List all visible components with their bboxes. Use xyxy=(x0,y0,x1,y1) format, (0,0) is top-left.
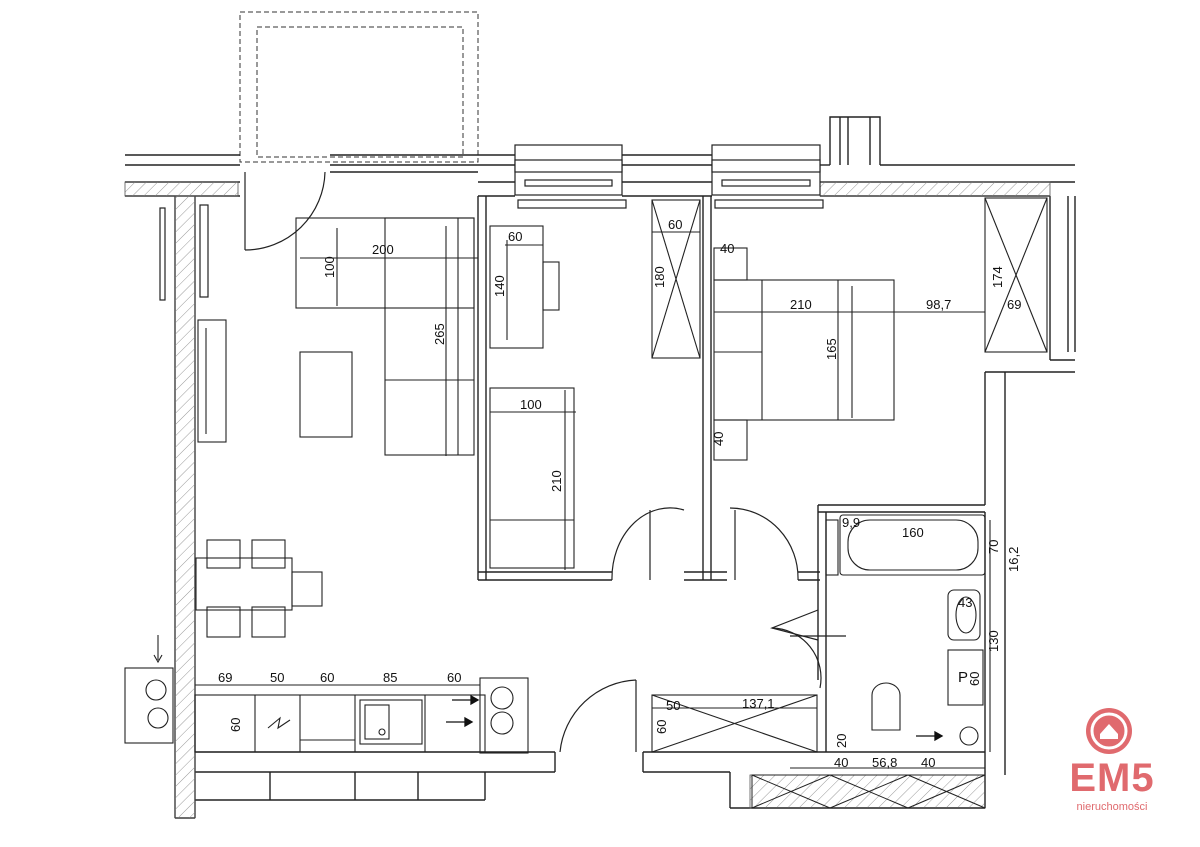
dim-sofa-depth: 100 xyxy=(322,256,337,278)
nightstand-top xyxy=(713,247,748,281)
balcony xyxy=(239,11,479,163)
dim-kitchen-seg5: 60 xyxy=(447,670,461,685)
bathtub xyxy=(839,514,986,576)
dim-tub-width: 70 xyxy=(986,540,1001,554)
home-icon xyxy=(1086,708,1132,754)
sink xyxy=(359,699,423,745)
dim-sofa-length: 265 xyxy=(432,323,447,345)
dim-bed2-width: 165 xyxy=(824,338,839,360)
bed xyxy=(489,387,575,569)
wardrobe xyxy=(984,197,1048,353)
dim-kitchen-depth: 60 xyxy=(228,718,243,732)
dim-sofa-width: 200 xyxy=(372,242,394,257)
dim-bed1-width: 100 xyxy=(520,397,542,412)
dim-clearance: 98,7 xyxy=(926,297,951,312)
windows xyxy=(159,144,824,301)
chair xyxy=(542,261,560,311)
bedroom1-furniture xyxy=(489,199,701,570)
dim-sink: 43 xyxy=(958,595,972,610)
dim-desk-width: 60 xyxy=(508,229,522,244)
dim-wardrobe2-width: 69 xyxy=(1007,297,1021,312)
counter xyxy=(194,694,486,753)
toilet xyxy=(871,682,901,731)
boiler-left xyxy=(124,667,174,744)
brand-logo: EM5 nieruchomości xyxy=(1060,708,1164,818)
doors xyxy=(244,171,846,753)
tv-stand xyxy=(197,319,227,443)
nightstand-bottom xyxy=(713,419,748,461)
bedroom2-furniture xyxy=(713,197,1048,461)
storage-bottom xyxy=(751,767,986,809)
dimension-labels: 200 100 265 60 140 60 180 100 210 40 210… xyxy=(218,217,1021,770)
dim-kitchen-seg1: 69 xyxy=(218,670,232,685)
dim-desk-length: 140 xyxy=(492,275,507,297)
dim-wardrobe2-length: 174 xyxy=(990,266,1005,288)
kitchen xyxy=(124,635,529,754)
dim-height-130: 130 xyxy=(986,630,1001,652)
brand-subtitle: nieruchomości xyxy=(1076,801,1148,813)
bed xyxy=(713,279,895,421)
living-furniture xyxy=(195,217,478,638)
vent-arrows xyxy=(446,694,944,742)
sofa-chaise xyxy=(384,217,475,456)
sink xyxy=(947,589,981,641)
dim-hall-cabinet-depth: 50 xyxy=(666,698,680,713)
dim-bottom-40a: 40 xyxy=(834,755,848,770)
dim-p-width: 60 xyxy=(967,672,982,686)
dim-kitchen-seg3: 60 xyxy=(320,670,334,685)
dim-bottom-40b: 40 xyxy=(921,755,935,770)
dim-bed2-length: 210 xyxy=(790,297,812,312)
p-label: P xyxy=(958,669,968,686)
dim-bed1-length: 210 xyxy=(549,470,564,492)
walls xyxy=(125,116,1076,819)
washer xyxy=(947,649,984,706)
dim-tub-length: 160 xyxy=(902,525,924,540)
boiler xyxy=(479,677,529,754)
dim-nightstand-bottom: 40 xyxy=(711,432,726,446)
hall-cabinet xyxy=(651,694,818,753)
dim-hall-cabinet-length: 137,1 xyxy=(742,696,775,711)
dim-hall-cabinet-side: 60 xyxy=(654,720,669,734)
dim-tub-offset: 9,9 xyxy=(842,515,860,530)
dim-kitchen-seg2: 50 xyxy=(270,670,284,685)
dim-wc-gap: 20 xyxy=(834,734,849,748)
hatched-walls xyxy=(124,181,1051,819)
coffee-table xyxy=(299,351,353,438)
wardrobe xyxy=(651,199,701,359)
brand-name: EM5 xyxy=(1069,756,1155,800)
dim-wardrobe1-length: 180 xyxy=(652,266,667,288)
dim-kitchen-seg4: 85 xyxy=(383,670,397,685)
dim-nightstand-top: 40 xyxy=(720,241,734,256)
electric-icon xyxy=(267,716,291,730)
bathroom-fixtures xyxy=(825,514,991,752)
dim-wall-offset: 16,2 xyxy=(1006,547,1021,572)
dim-bottom-gap: 56,8 xyxy=(872,755,897,770)
dining-table xyxy=(195,557,293,611)
dim-wardrobe1-width: 60 xyxy=(668,217,682,232)
